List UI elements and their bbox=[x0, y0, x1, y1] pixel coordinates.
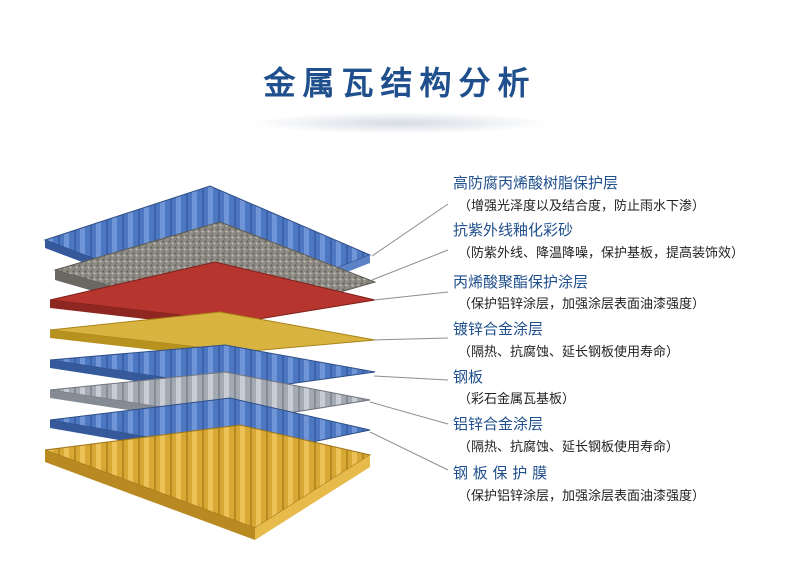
layer-4-name: 镀锌合金涂层 bbox=[453, 320, 544, 338]
layer-1-name: 高防腐丙烯酸树脂保护层 bbox=[453, 174, 619, 192]
leader-line-2 bbox=[371, 249, 449, 281]
title-shadow bbox=[250, 112, 550, 134]
layer-4-description: （隔热、抗腐蚀、延长钢板使用寿命） bbox=[458, 345, 680, 360]
layer-2-description: （防紫外线、降温降噪，保护基板，提高装饰效） bbox=[458, 246, 745, 261]
leader-line-4 bbox=[373, 337, 449, 341]
layer-1-description: （增强光泽度以及结合度，防止雨水下渗） bbox=[458, 199, 706, 214]
leader-line-3 bbox=[373, 291, 449, 301]
leader-line-7 bbox=[369, 431, 449, 471]
layer-2-name: 抗紫外线釉化彩砂 bbox=[453, 221, 574, 239]
leader-line-5 bbox=[373, 375, 449, 381]
layer-7-description: （保护铝锌涂层，加强涂层表面油漆强度） bbox=[458, 489, 706, 504]
layer-7-name: 钢 板 保 护 膜 bbox=[453, 464, 548, 482]
layer-3-name: 丙烯酸聚酯保护涂层 bbox=[453, 273, 589, 291]
layer-5-name: 钢板 bbox=[453, 368, 484, 386]
leader-line-6 bbox=[369, 401, 449, 425]
layer-6-description: （隔热、抗腐蚀、延长钢板使用寿命） bbox=[458, 440, 680, 455]
leader-line-1 bbox=[371, 203, 449, 257]
layer-6-name: 铝锌合金涂层 bbox=[453, 415, 544, 433]
layer-5-description: （彩石金属瓦基板） bbox=[458, 392, 576, 407]
layer-3-description: （保护铝锌涂层，加强涂层表面油漆强度） bbox=[458, 297, 706, 312]
diagram-title: 金属瓦结构分析 bbox=[263, 64, 537, 102]
layer-7-protective-film bbox=[44, 424, 372, 540]
